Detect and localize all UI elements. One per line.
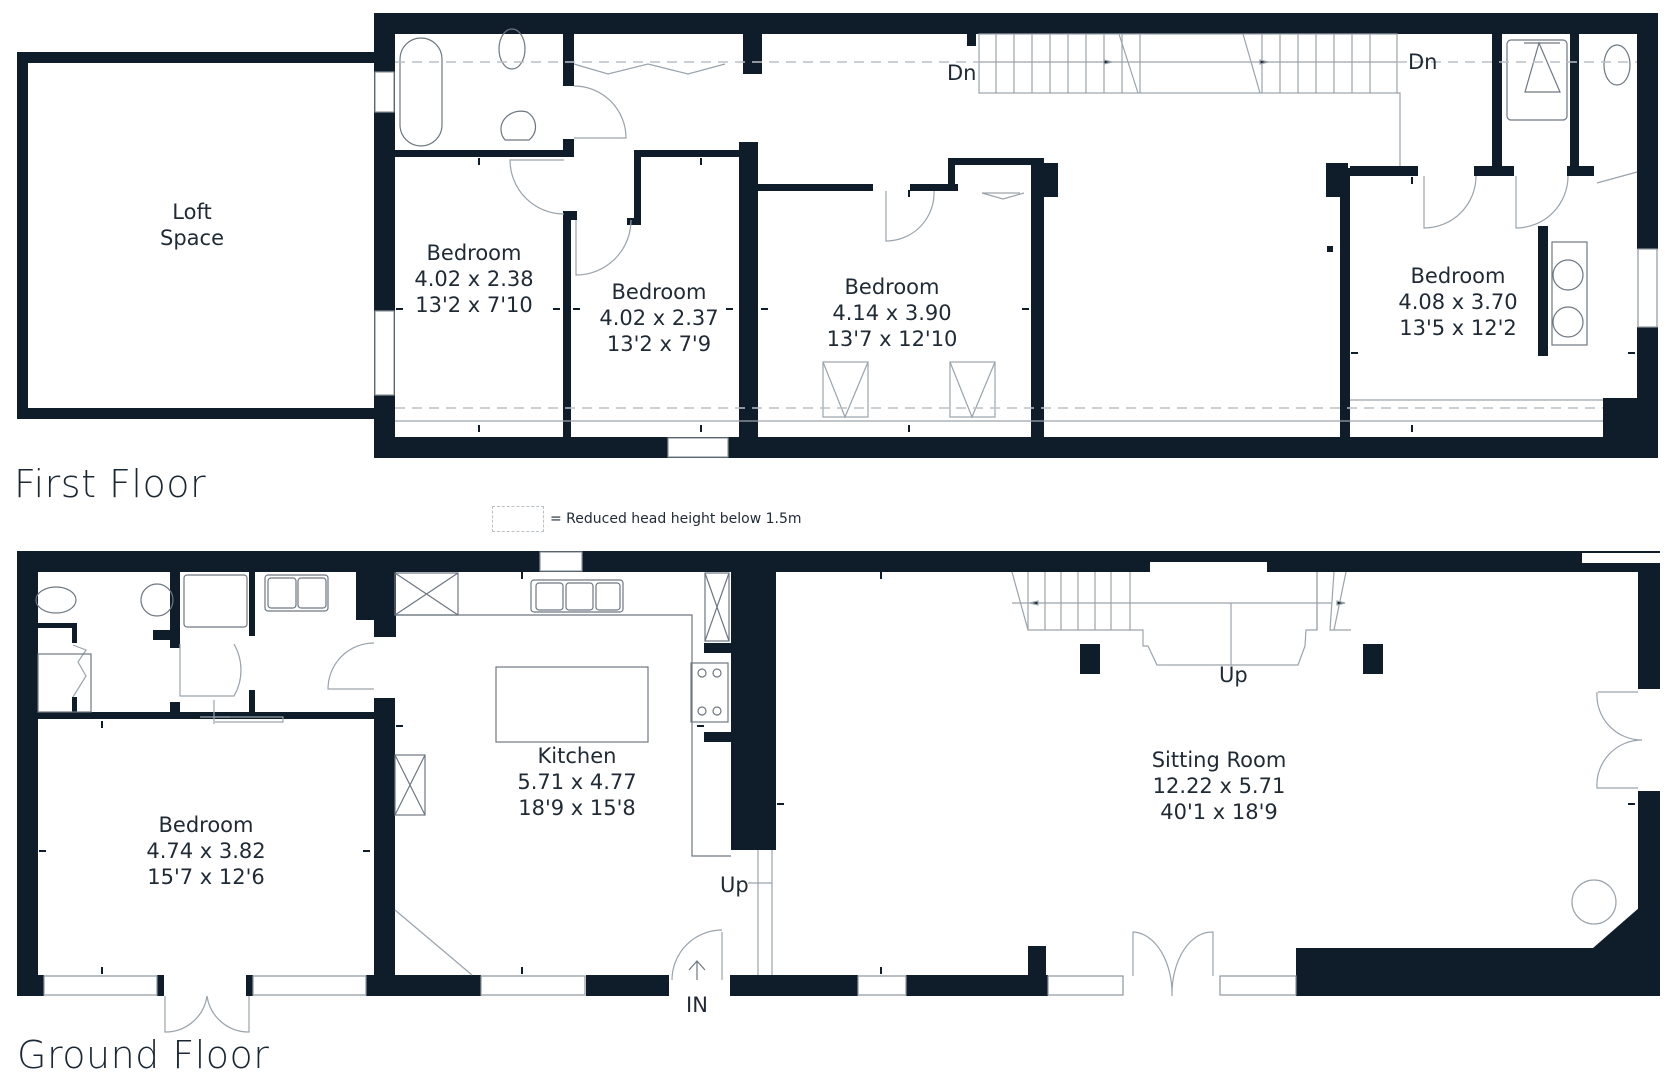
staircase-icon: [1011, 571, 1351, 666]
window: [667, 437, 729, 458]
dimension-markers: [396, 158, 1635, 432]
room-name: Bedroom: [426, 241, 522, 265]
room-name-line2: Space: [160, 226, 224, 250]
room-name: Bedroom: [844, 275, 940, 299]
ground-floor-windows: [43, 551, 1297, 996]
legend: = Reduced head height below 1.5m: [492, 506, 802, 532]
room-name: Kitchen: [537, 744, 617, 768]
legend-text: = Reduced head height below 1.5m: [550, 511, 802, 527]
basin-icon: [1552, 306, 1584, 338]
room-imperial: 13'2 x 7'10: [415, 293, 533, 317]
room-metric: 4.14 x 3.90: [832, 301, 952, 325]
room-label-bedroom-1: Bedroom 4.02 x 2.38 13'2 x 7'10: [414, 240, 533, 318]
ground-bathroom-fixtures: [35, 574, 329, 713]
room-metric: 5.71 x 4.77: [517, 770, 637, 794]
window: [374, 71, 395, 113]
room-imperial: 18'9 x 15'8: [518, 796, 636, 820]
toilet-icon: [1603, 44, 1631, 86]
first-floor-doors: [509, 63, 1638, 276]
dimension-markers: [39, 572, 1635, 974]
room-name: Sitting Room: [1151, 748, 1287, 772]
bathroom-fixtures: [399, 28, 1631, 346]
ground-floor-plan: [17, 551, 1660, 1033]
kitchen-fittings: [394, 572, 731, 857]
entrance-label: IN: [686, 993, 708, 1017]
toilet-icon: [35, 586, 77, 614]
kitchen-sink-icon: [264, 574, 329, 612]
kitchen-island: [495, 666, 649, 743]
stairs-down-label: Dn: [1408, 50, 1438, 74]
ground-floor-doors: [72, 642, 1643, 1033]
window: [374, 310, 395, 396]
room-imperial: 15'7 x 12'6: [147, 865, 265, 889]
hob-icon: [690, 662, 729, 723]
bathtub-icon: [399, 37, 443, 147]
ground-floor-interior-walls: [38, 572, 1383, 996]
room-metric: 12.22 x 5.71: [1152, 774, 1286, 798]
toilet-icon: [498, 28, 526, 70]
room-metric: 4.08 x 3.70: [1398, 290, 1518, 314]
vanity-unit: [1551, 241, 1588, 346]
room-name: Bedroom: [1410, 264, 1506, 288]
basin-icon: [1552, 259, 1584, 291]
window: [1637, 248, 1658, 328]
basin-icon: [140, 583, 174, 617]
staircase-icon: [978, 33, 1401, 166]
room-metric: 4.02 x 2.38: [414, 267, 534, 291]
first-floor-title: First Floor: [14, 462, 207, 506]
loft-space-walls: [17, 52, 374, 419]
arrow-up-icon: [688, 960, 706, 980]
dashed-box-icon: [492, 506, 544, 532]
stairs-down-label: Dn: [947, 61, 977, 85]
room-name: Loft: [172, 200, 212, 224]
room-name: Bedroom: [158, 813, 254, 837]
room-metric: 4.02 x 2.37: [599, 306, 719, 330]
first-floor-plan: [17, 13, 1658, 458]
basin-icon: [500, 110, 537, 141]
shower-icon: [183, 574, 248, 628]
ground-floor-title: Ground Floor: [17, 1033, 270, 1077]
kitchen-sink-icon: [530, 579, 624, 613]
first-floor-interior-walls: [395, 34, 1594, 438]
skylight-icon: [822, 361, 996, 419]
room-imperial: 40'1 x 18'9: [1160, 800, 1278, 824]
room-imperial: 13'2 x 7'9: [606, 332, 712, 356]
room-label-sitting-room: Sitting Room 12.22 x 5.71 40'1 x 18'9: [1152, 747, 1287, 825]
reduced-head-height-line: [395, 61, 1637, 409]
room-imperial: 13'7 x 12'10: [826, 327, 958, 351]
room-name: Bedroom: [611, 280, 707, 304]
room-label-loft-space: Loft Space: [160, 199, 224, 251]
room-metric: 4.74 x 3.82: [146, 839, 266, 863]
shower-icon: [1506, 39, 1568, 121]
room-label-bedroom-3: Bedroom 4.14 x 3.90 13'7 x 12'10: [827, 274, 958, 352]
ground-floor-outer-walls: [17, 551, 1660, 996]
room-label-bedroom-2: Bedroom 4.02 x 2.37 13'2 x 7'9: [599, 279, 718, 357]
room-label-kitchen: Kitchen 5.71 x 4.77 18'9 x 15'8: [517, 743, 636, 821]
room-imperial: 13'5 x 12'2: [1399, 316, 1517, 340]
room-label-ground-bedroom: Bedroom 4.74 x 3.82 15'7 x 12'6: [146, 812, 265, 890]
wood-burner-icon: [1571, 879, 1617, 925]
stairs-up-label: Up: [1219, 663, 1248, 687]
room-label-bedroom-4: Bedroom 4.08 x 3.70 13'5 x 12'2: [1398, 263, 1517, 341]
stairs-up-label: Up: [720, 873, 749, 897]
